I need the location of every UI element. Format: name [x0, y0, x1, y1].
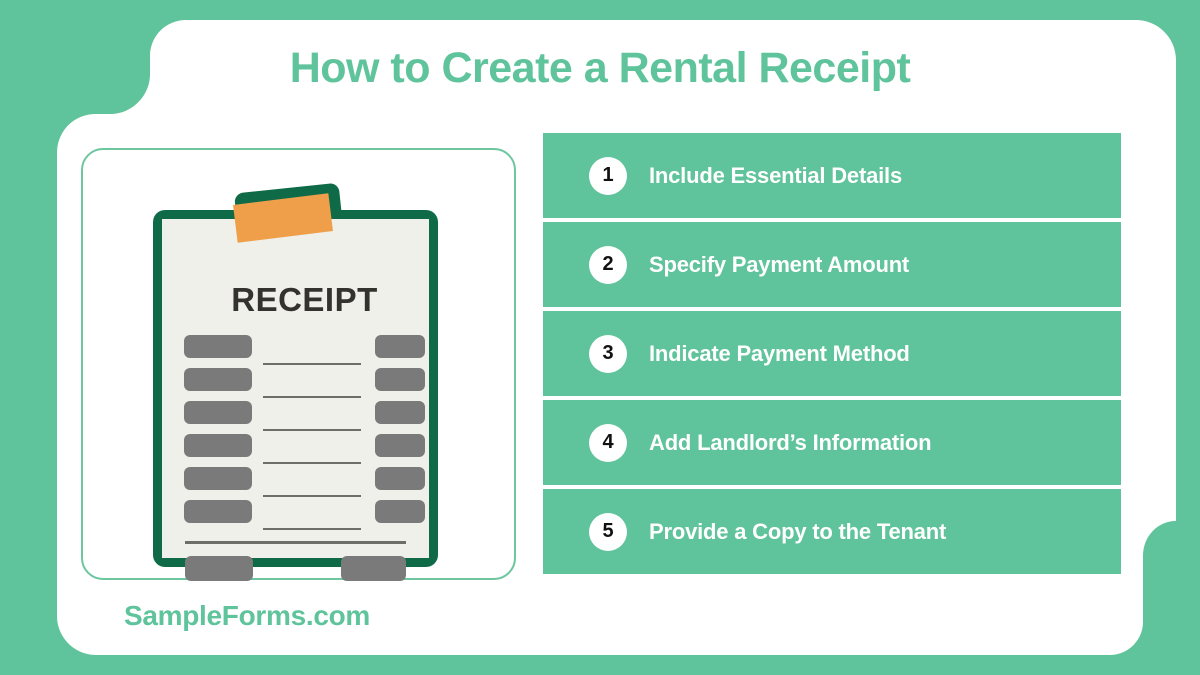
receipt-paper: RECEIPT [162, 219, 429, 581]
receipt-label-block [184, 434, 252, 457]
step-label: Add Landlord’s Information [649, 429, 932, 455]
receipt-row [184, 368, 425, 401]
clipboard-illustration: RECEIPT [153, 182, 438, 581]
receipt-label-block [184, 467, 252, 490]
receipt-dash-line [263, 495, 361, 497]
receipt-label-block [184, 500, 252, 523]
step-label: Indicate Payment Method [649, 340, 910, 366]
step-label: Include Essential Details [649, 162, 902, 188]
receipt-row [184, 401, 425, 434]
step-number-badge: 4 [589, 423, 627, 462]
receipt-label-block [184, 368, 252, 391]
receipt-value-block [375, 335, 425, 358]
receipt-value-block [375, 401, 425, 424]
illustration-card: RECEIPT [81, 148, 516, 581]
receipt-total-label-block [185, 556, 253, 581]
step-number-badge: 5 [589, 512, 627, 551]
step-number-badge: 1 [589, 156, 627, 195]
receipt-dash-line [263, 396, 361, 398]
receipt-row [184, 467, 425, 500]
receipt-dash-line [263, 363, 361, 365]
receipt-row [184, 500, 425, 533]
step-label: Specify Payment Amount [649, 251, 910, 277]
receipt-label-block [184, 335, 252, 358]
receipt-value-block [375, 500, 425, 523]
receipt-dash-line [263, 528, 361, 530]
receipt-value-block [375, 434, 425, 457]
receipt-row [184, 335, 425, 368]
step-number-badge: 2 [589, 245, 627, 284]
steps-list: 1 Include Essential Details 2 Specify Pa… [543, 133, 1121, 574]
receipt-heading: RECEIPT [231, 281, 378, 318]
step-item-1[interactable]: 1 Include Essential Details [543, 133, 1121, 218]
receipt-dash-line [263, 429, 361, 431]
step-label: Provide a Copy to the Tenant [649, 518, 947, 544]
receipt-row [184, 434, 425, 467]
clipboard-frame: RECEIPT [153, 210, 438, 581]
step-item-5[interactable]: 5 Provide a Copy to the Tenant [543, 489, 1121, 574]
receipt-value-block [375, 467, 425, 490]
receipt-label-block [184, 401, 252, 424]
receipt-dash-line [263, 462, 361, 464]
step-item-4[interactable]: 4 Add Landlord’s Information [543, 400, 1121, 485]
receipt-value-block [375, 368, 425, 391]
brand-watermark[interactable]: SampleForms.com [124, 600, 371, 631]
receipt-line-rows [184, 335, 425, 533]
page-title: How to Create a Rental Receipt [289, 44, 911, 92]
step-number-badge: 3 [589, 334, 627, 373]
step-item-2[interactable]: 2 Specify Payment Amount [543, 222, 1121, 307]
step-item-3[interactable]: 3 Indicate Payment Method [543, 311, 1121, 396]
receipt-total-divider [185, 541, 406, 544]
receipt-total-value-block [341, 556, 406, 581]
